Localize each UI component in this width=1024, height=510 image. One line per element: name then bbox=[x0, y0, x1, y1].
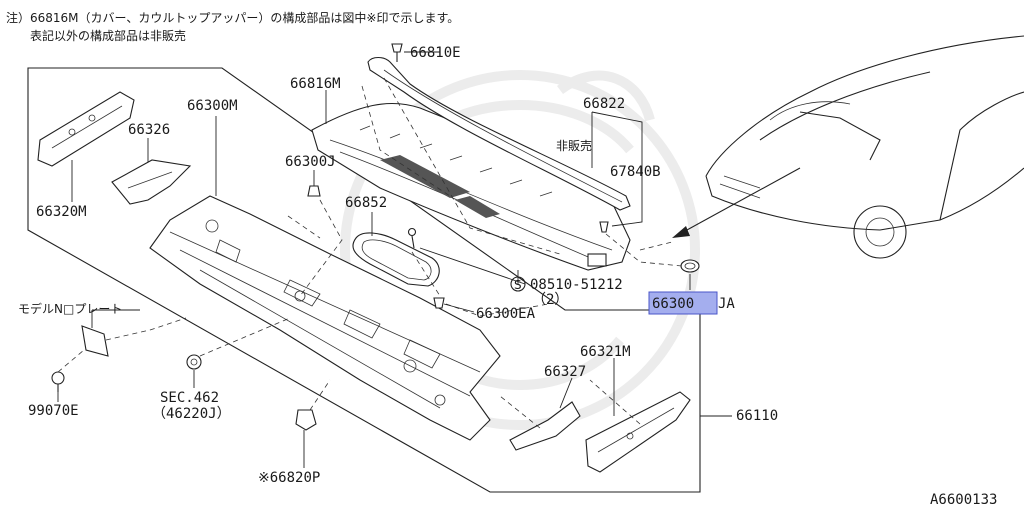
label-66810E: 66810E bbox=[410, 45, 461, 61]
label-66320M: 66320M bbox=[36, 204, 87, 220]
grommet-sec462 bbox=[186, 354, 202, 370]
label-model-plate: モデルN□プレート bbox=[18, 301, 122, 316]
label-66327: 66327 bbox=[544, 364, 586, 380]
label-66321M: 66321M bbox=[580, 344, 631, 360]
label-sec462-ref: （46220J） bbox=[152, 406, 231, 422]
car-sketch bbox=[705, 35, 1024, 259]
cowl-panel bbox=[149, 195, 501, 441]
screw-symbol: S bbox=[510, 276, 526, 292]
cowl-seal-strip bbox=[367, 56, 631, 211]
label-66852: 66852 bbox=[345, 195, 387, 211]
label-66816M: 66816M bbox=[290, 76, 341, 92]
bracket-66326 bbox=[111, 159, 192, 205]
label-qty-2: （2） bbox=[532, 292, 568, 308]
label-66300JA-highlighted: 66300 bbox=[652, 296, 694, 312]
bracket-66327 bbox=[509, 401, 581, 451]
leader-lines bbox=[57, 90, 732, 468]
grommet-66300JA bbox=[680, 259, 700, 273]
label-66300EA: 66300EA bbox=[476, 306, 536, 322]
label-66300JA[interactable]: 66300 JA bbox=[648, 291, 735, 315]
note-line-1: 注）66816M（カバー、カウルトップアッパー）の構成部品は図中※印で示します。 bbox=[6, 10, 459, 25]
label-66300M: 66300M bbox=[187, 98, 238, 114]
label-67840B: 67840B bbox=[610, 164, 661, 180]
label-66110: 66110 bbox=[736, 408, 778, 424]
note-line-2: 表記以外の構成部品は非販売 bbox=[30, 28, 186, 43]
label-66822: 66822 bbox=[583, 96, 625, 112]
pointer-arrow bbox=[672, 167, 801, 238]
clip-66820P bbox=[295, 409, 317, 431]
label-08510-51212: 08510-51212 bbox=[530, 277, 623, 293]
bracket-66320M bbox=[37, 91, 135, 167]
label-66820P: ※66820P bbox=[258, 470, 320, 486]
cowl-top-cover bbox=[311, 102, 631, 271]
label-99070E: 99070E bbox=[28, 403, 79, 419]
clip-66300EA bbox=[433, 297, 445, 309]
screw-symbol-letter: S bbox=[514, 278, 522, 292]
label-66326: 66326 bbox=[128, 122, 170, 138]
clip-67840B bbox=[599, 221, 609, 233]
screw-08510 bbox=[407, 227, 417, 249]
label-66300JA-suffix: JA bbox=[718, 296, 735, 312]
part-number-highlight bbox=[648, 291, 718, 315]
label-hibaibai: 非販売 bbox=[556, 138, 592, 153]
label-sec462: SEC.462 bbox=[160, 390, 219, 406]
clip-66300J bbox=[307, 185, 321, 197]
seal-ring-66852 bbox=[352, 232, 440, 287]
clip-66810E bbox=[391, 43, 440, 62]
figure-id: A6600133 bbox=[930, 492, 997, 508]
model-plate-part bbox=[81, 325, 109, 357]
label-66300J: 66300J bbox=[285, 154, 336, 170]
clip-99070E bbox=[51, 371, 65, 392]
assembly-outline bbox=[27, 67, 701, 493]
bracket-66321M bbox=[585, 391, 691, 473]
guide-lines bbox=[57, 77, 683, 429]
